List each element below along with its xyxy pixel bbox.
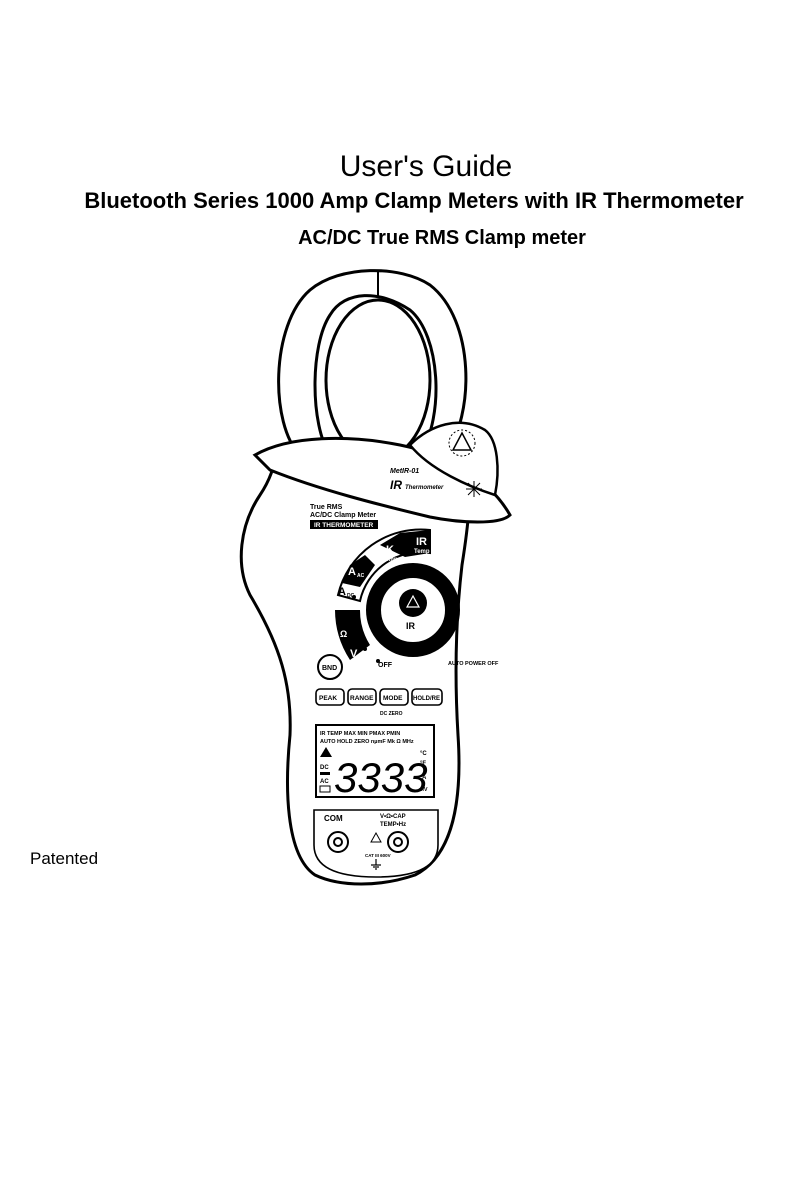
patented-note: Patented [30,849,99,868]
lcd-unit-f: °F [420,761,426,767]
document-title: User's Guide [339,150,513,183]
jaw-thermo-label: Thermometer [405,485,444,491]
jaw-opening [324,298,432,462]
peak-button[interactable] [315,688,345,706]
lcd-warning-icon [320,747,332,757]
auto-power-off-label: AUTO POWER OFF [448,661,499,667]
jaw-guard-band [252,436,512,524]
laser-warning-icon [451,431,473,451]
mode-button[interactable] [379,688,409,706]
dial-laser-icon [405,594,421,608]
vohm-jack-label: V•Ω•CAP [380,814,406,820]
dial-a-ac-sub: AC [357,573,365,579]
dial-position-dots [351,563,380,663]
hold-button[interactable] [411,688,443,706]
temp-hz-jack-label: TEMP•Hz [380,822,406,828]
range-button[interactable] [347,688,377,706]
lcd-annunciators-row1: IR TEMP MAX MIN PMAX PMIN [320,731,400,737]
dc-zero-label: DC ZERO [380,711,403,717]
dial-k-temp-sub: Temp [382,557,398,563]
dial-k-temp[interactable]: K [386,544,394,556]
laser-burst-icon [466,481,482,497]
dial-ir-temp-sub: Temp [414,549,430,555]
ir-thermometer-label: IR THERMOMETER [314,522,374,529]
lcd-annunciators-row2: AUTO HOLD ZERO nµmF Mk Ω MHz [320,739,414,745]
lcd-ac-label: AC [320,779,329,785]
dial-ir-temp[interactable]: IR [416,536,427,548]
lcd-battery-icon [319,785,331,793]
lcd-display [315,724,435,798]
document-subtitle: Bluetooth Series 1000 Amp Clamp Meters w… [84,188,744,213]
range-button-label: RANGE [350,695,374,702]
dial-a-dc-sub: DC [347,593,355,599]
lcd-unit-c: °C [420,751,427,757]
lcd-digits: 3333 [334,754,427,801]
document-subtitle-2: AC/DC True RMS Clamp meter [298,227,586,249]
true-rms-label: True RMS [310,504,343,511]
dial-volt[interactable]: V [350,648,358,660]
dial-ohm[interactable]: Ω [340,629,347,639]
lcd-unit-a: A [422,775,427,781]
peak-button-label: PEAK [319,695,337,702]
mode-button-label: MODE [383,695,403,702]
dial-a-dc[interactable]: A [338,586,346,598]
lcd-dc-label: DC [320,765,329,771]
hold-button-label: HOLD/RE [413,696,440,702]
com-jack-label: COM [324,814,343,823]
clamp-meter-label: AC/DC Clamp Meter [310,512,376,519]
bluetooth-button-label: BND [322,665,337,672]
dial-off[interactable]: OFF [378,662,393,669]
dial-center-ir: IR [406,621,416,631]
ground-icon [371,859,381,870]
jaw-model-label: MetIR-01 [390,468,419,475]
clamp-meter-illustration: MetIR-01 IR Thermometer True RMS AC/DC C… [239,269,512,886]
jaw-ir-label: IR [390,478,402,492]
dial-a-ac[interactable]: A [348,566,356,578]
lcd-unit-mv: mV [419,787,428,793]
warning-icon [370,831,382,843]
bluetooth-button[interactable] [317,654,343,680]
input-jacks-panel [313,809,439,878]
cat-rating-label: CAT III 600V [365,853,391,858]
